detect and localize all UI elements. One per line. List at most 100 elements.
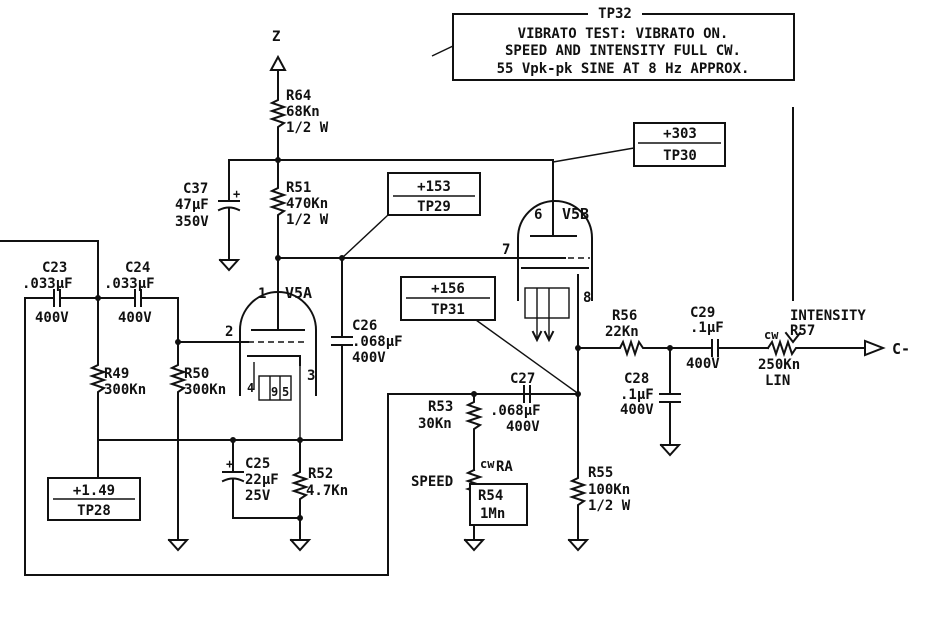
c27-rating: 400V	[506, 419, 540, 435]
r52-ref: R52	[308, 466, 333, 482]
note-line-3: 55 Vpk-pk SINE AT 8 Hz APPROX.	[497, 61, 750, 77]
v5b-pin-plate: 6	[534, 207, 542, 223]
c24-ref: C24	[125, 260, 150, 276]
note-line-2: SPEED AND INTENSITY FULL CW.	[505, 43, 741, 59]
r55-ref: R55	[588, 465, 613, 481]
c25-value: 22μF	[245, 472, 279, 488]
r55-rating: 1/2 W	[588, 498, 631, 514]
c37-value: 47μF	[175, 197, 209, 213]
r51-rating: 1/2 W	[286, 212, 329, 228]
tp32-note: TP32 VIBRATO TEST: VIBRATO ON. SPEED AND…	[431, 6, 795, 81]
r64-rating: 1/2 W	[286, 120, 329, 136]
r49-value: 300Kn	[104, 382, 146, 398]
tp30-name: TP30	[663, 148, 697, 164]
c26-value: .068μF	[352, 334, 403, 350]
v5a-pin-h3: 5	[282, 385, 289, 399]
c26-rating: 400V	[352, 350, 386, 366]
ground-icon	[289, 538, 312, 552]
c26-ref: C26	[352, 318, 377, 334]
c25-polarity: +	[226, 457, 233, 471]
v5b-pin-cathode: 8	[583, 290, 591, 306]
v5a-name: V5A	[285, 284, 312, 302]
output-arrow-icon	[864, 339, 886, 357]
tp32-tag: TP32	[598, 6, 632, 22]
r54: SPEED cw RA R54 1Mn	[411, 457, 528, 552]
c29-value: .1μF	[690, 320, 724, 336]
r53-value: 30Kn	[418, 416, 452, 432]
note-line-1: VIBRATO TEST: VIBRATO ON.	[518, 26, 729, 42]
c26: C26 .068μF 400V	[331, 257, 403, 441]
r53-ref: R53	[428, 399, 453, 415]
r57-value: 250Kn	[758, 357, 800, 373]
supply-z-label: Z	[272, 29, 280, 45]
c27-value: .068μF	[490, 403, 541, 419]
tp28-name: TP28	[77, 503, 111, 519]
tp31-value: +156	[431, 281, 465, 297]
r56-ref: R56	[612, 308, 637, 324]
c28-rating: 400V	[620, 402, 654, 418]
c23: C23 .033μF 400V	[22, 260, 99, 326]
r50: R50 300Kn	[167, 339, 226, 552]
ground-icon	[167, 538, 190, 552]
r57-label: INTENSITY	[790, 308, 866, 324]
c28-ref: C28	[624, 371, 649, 387]
r64: R64 68Kn 1/2 W	[268, 88, 329, 161]
ground-icon	[567, 538, 590, 552]
c29-rating: 400V	[686, 356, 720, 372]
supply-arrow-icon	[269, 54, 287, 71]
v5a-pin-grid: 2	[225, 324, 233, 340]
c23-ref: C23	[42, 260, 67, 276]
output-label: C-	[892, 340, 910, 358]
r57-ref: R57	[790, 323, 815, 339]
r57-cw: cw	[764, 328, 779, 342]
r50-value: 300Kn	[184, 382, 226, 398]
r55: R55 100Kn 1/2 W	[567, 464, 631, 552]
c37: + C37 47μF 350V	[175, 159, 241, 272]
c23-value: .033μF	[22, 276, 73, 292]
v5a-tube: 1 V5A 2 3 4 9 5	[177, 284, 317, 440]
r55-value: 100Kn	[588, 482, 630, 498]
tp28-value: +1.49	[73, 483, 115, 499]
r52-value: 4.7Kn	[306, 483, 348, 499]
r52: R52 4.7Kn	[289, 439, 348, 552]
tp30: +303 TP30	[552, 122, 726, 167]
supply-z: Z	[269, 29, 287, 96]
c27-ref: C27	[510, 371, 535, 387]
r54-value: 1Mn	[480, 506, 505, 522]
ground-icon	[218, 258, 241, 272]
c37-polarity: +	[233, 187, 240, 201]
c25-ref: C25	[245, 456, 270, 472]
r56: R56 22Kn	[577, 308, 713, 358]
c29: C29 .1μF 400V	[686, 305, 769, 372]
v5a-pin-h2: 9	[271, 385, 278, 399]
r64-value: 68Kn	[286, 104, 320, 120]
c29-ref: C29	[690, 305, 715, 321]
c23-rating: 400V	[35, 310, 69, 326]
v5a-pin-h1: 4	[247, 381, 254, 395]
c37-rating: 350V	[175, 214, 209, 230]
r51-value: 470Kn	[286, 196, 328, 212]
r64-ref: R64	[286, 88, 311, 104]
r53: R53 30Kn	[418, 393, 484, 471]
r54-ref: R54	[478, 488, 503, 504]
r56-value: 22Kn	[605, 324, 639, 340]
input-wire	[0, 240, 99, 299]
ground-icon	[463, 538, 486, 552]
v5a-pin-plate: 1	[258, 286, 266, 302]
c25: + C25 22μF 25V	[221, 439, 279, 519]
c25-rating: 25V	[245, 488, 271, 504]
r49-ref: R49	[104, 366, 129, 382]
v5a-pin-cathode: 3	[307, 368, 315, 384]
tp28: +1.49 TP28	[47, 477, 141, 521]
c27: C27 .068μF 400V	[490, 371, 541, 435]
r50-ref: R50	[184, 366, 209, 382]
tp29-value: +153	[417, 179, 451, 195]
tp31: +156 TP31	[400, 276, 577, 393]
tp32-leader	[431, 45, 454, 57]
c24-value: .033μF	[104, 276, 155, 292]
c28-value: .1μF	[620, 387, 654, 403]
tp29: +153 TP29	[341, 172, 481, 259]
r54-label: SPEED	[411, 474, 453, 490]
